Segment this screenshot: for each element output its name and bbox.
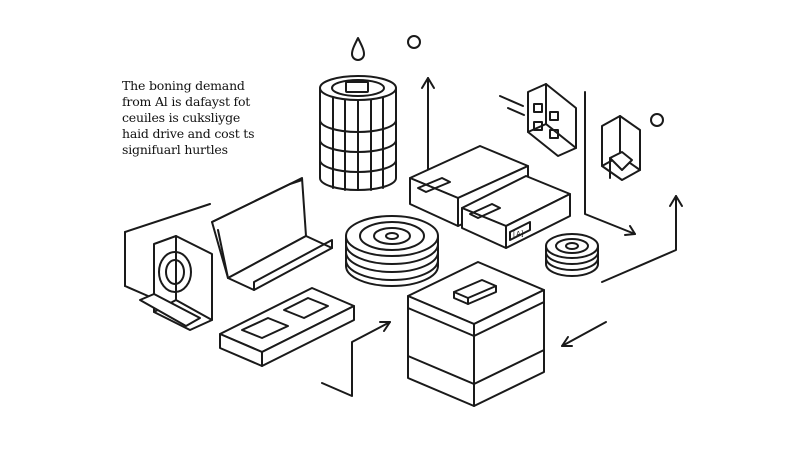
motion-mark [499,95,524,107]
caption-text: The boning demand from Al is dafayst fot… [122,78,292,158]
arrow-line [321,321,391,397]
caption-line: ceuiles is cuksliyge [122,110,241,125]
arrow-head-icon [379,321,391,332]
arrow-line [584,91,636,235]
arrow-line [561,321,607,347]
caption-line: haid drive and cost ts [122,126,255,141]
motion-mark [507,107,525,116]
small-circle-icon [407,35,421,49]
arrow-head-icon [561,336,573,347]
water-drop-icon [351,37,365,61]
laptop-icon [211,177,333,291]
drive-label: [A] [512,230,525,238]
caption-line: The boning demand [122,78,245,93]
caption-line: from Al is dafayst fot [122,94,251,109]
ssd-module-icon [219,287,355,367]
arrow-line [601,195,677,283]
arrow-head-icon [624,225,636,236]
circuit-panel-icon [527,83,577,157]
connector-line [124,203,211,233]
speaker-icon [139,235,213,331]
small-disk-stack-icon [545,233,599,277]
connector-lines [124,77,683,397]
arrow-head-icon [669,195,683,207]
small-circle-icon [650,113,664,127]
arrow-head-icon [421,77,435,89]
disk-platter-stack-icon [345,215,439,287]
battery-cylinder-icon [319,75,397,191]
tablet-device-icon [601,115,641,181]
caption-line: signifuarl hurtles [122,142,228,157]
hard-drive-icon: [A] [461,175,571,249]
server-box-icon [407,261,545,407]
connector-line [124,285,149,297]
